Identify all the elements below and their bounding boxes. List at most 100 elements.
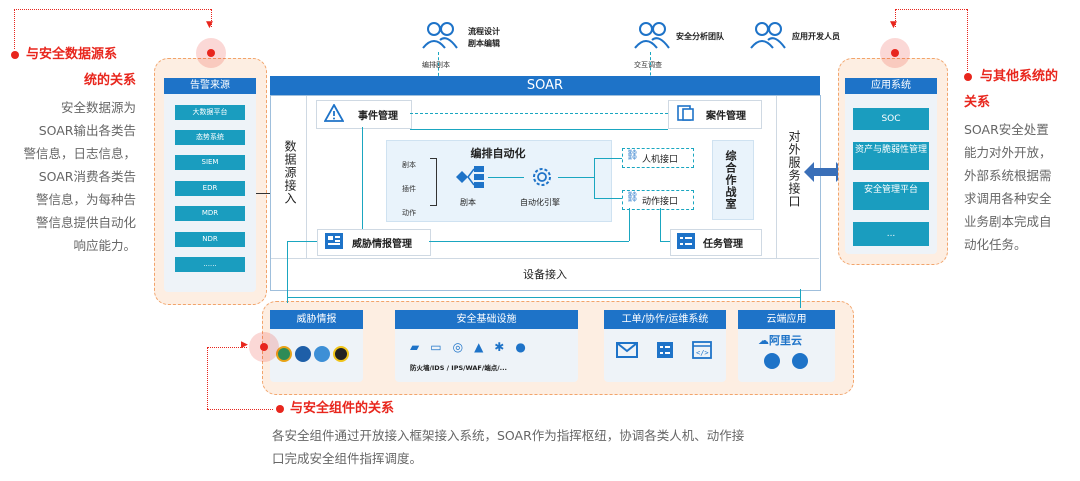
left-desc-line: 警信息提供自动化 xyxy=(35,215,136,230)
app-system-item[interactable]: SOC xyxy=(853,108,929,130)
threat-intel-header: 威胁情报 xyxy=(270,310,363,329)
engine-split-line xyxy=(594,158,595,198)
monitor-icon: ▭ xyxy=(430,340,442,354)
event-mgmt-label: 事件管理 xyxy=(358,111,398,122)
bottom-note-desc: 各安全组件通过开放接入框架接入系统，SOAR作为指挥枢纽，协调各类人机、动作接 … xyxy=(272,424,872,470)
right-desc-line: 能力对外开放， xyxy=(964,145,1052,160)
threat-intel-mgmt-label: 威胁情报管理 xyxy=(352,239,412,250)
task-list-icon xyxy=(677,233,695,249)
people-icon xyxy=(422,22,458,49)
to-action-line xyxy=(594,198,622,199)
playbook-items: 剧本 插件 动作 xyxy=(402,153,416,225)
components-right-line xyxy=(800,289,801,308)
external-divider xyxy=(776,96,777,258)
left-connector-top xyxy=(14,9,211,10)
persona-designer-line: 剧本编辑 xyxy=(468,39,500,48)
orchestration-title: 编排自动化 xyxy=(470,147,526,160)
bottom-connector-v xyxy=(207,347,208,409)
right-connector-top xyxy=(895,9,967,10)
alert-source-item[interactable]: ...... xyxy=(175,257,245,272)
security-infra-header: 安全基础设施 xyxy=(395,310,578,329)
intel-up-hline xyxy=(287,241,317,242)
alert-source-item[interactable]: NDR xyxy=(175,232,245,247)
fingerprint-icon: ◎ xyxy=(452,340,464,354)
alert-source-dot xyxy=(207,49,215,57)
event-case-link xyxy=(410,113,668,114)
soar-header xyxy=(270,76,820,95)
action-interface-box[interactable] xyxy=(622,190,694,210)
playbook-bracket xyxy=(430,158,437,206)
right-desc-line: 求调用各种安全 xyxy=(964,191,1052,206)
left-desc-line: SOAR输出各类告 xyxy=(38,123,136,138)
action-to-intel-line xyxy=(429,241,629,242)
data-access-divider xyxy=(306,96,307,258)
flow-icon xyxy=(456,166,484,188)
right-note-title-1: 与其他系统的 xyxy=(980,69,1059,84)
case-file-icon xyxy=(677,105,694,121)
right-desc-line: SOAR安全处置 xyxy=(964,122,1049,137)
svg-text:</>: </> xyxy=(696,349,709,357)
human-interface-box[interactable] xyxy=(622,148,694,168)
ticket-system-header: 工单/协作/运维系统 xyxy=(604,310,726,329)
alert-source-item[interactable]: SIEM xyxy=(175,155,245,170)
intel-up-line xyxy=(287,241,288,303)
event-mgmt-box[interactable] xyxy=(316,100,412,129)
persona-developer-label: 应用开发人员 xyxy=(792,32,840,41)
alert-source-item[interactable]: 态势系统 xyxy=(175,130,245,145)
app-system-item[interactable]: ... xyxy=(853,222,929,246)
left-desc-line: 警信息，为每种告 xyxy=(35,192,136,207)
cloud-brand: 阿里云 xyxy=(769,334,802,347)
war-room-label: 综合作战室 xyxy=(724,150,737,210)
gear-icon xyxy=(533,168,551,186)
action-down-line xyxy=(629,208,630,241)
checklist-icon xyxy=(657,342,673,358)
case-mgmt-label: 案件管理 xyxy=(706,111,746,122)
war-room-box[interactable] xyxy=(712,140,754,220)
left-connector-arrow xyxy=(211,9,212,27)
engine-out-line xyxy=(558,177,594,178)
device-access: 设备接入 xyxy=(523,268,567,281)
alert-source-item[interactable]: EDR xyxy=(175,181,245,196)
device-access-divider xyxy=(271,258,819,259)
human-interface-label: 人机接口 xyxy=(642,155,679,165)
left-note-title-2: 统的关系 xyxy=(83,73,136,88)
right-connector-vertical xyxy=(967,9,968,71)
left-connector-arrowhead: ▼ xyxy=(206,20,213,30)
cloud-service-icons xyxy=(764,353,808,369)
left-desc-line: 警信息，日志信息， xyxy=(23,146,136,161)
app-system-item[interactable]: 资产与脆弱性管理 xyxy=(853,142,929,170)
people-icon xyxy=(634,22,670,49)
firewall-icon: ▰ xyxy=(410,340,420,354)
right-desc-line: 业务剧本完成自 xyxy=(964,214,1052,229)
soar-title: SOAR xyxy=(526,78,564,93)
soar-to-components-line xyxy=(287,297,800,298)
orchestration-block xyxy=(386,140,612,222)
playbook-item: 动作 xyxy=(402,209,416,217)
bottom-note-dot xyxy=(276,405,284,413)
intel-source-icon xyxy=(333,346,349,362)
persona-designer-sub: 编排剧本 xyxy=(422,61,450,69)
right-note-desc: SOAR安全处置 能力对外开放， 外部系统根据需 求调用各种安全 业务剧本完成自… xyxy=(964,118,1076,256)
intel-source-icon xyxy=(276,346,292,362)
cloud-icon: ☁ xyxy=(758,334,769,347)
bottom-note-title: 与安全组件的关系 xyxy=(290,401,395,416)
chat-icon xyxy=(764,353,780,369)
left-desc-line: SOAR消费各类告 xyxy=(38,169,136,184)
action-to-task-hline xyxy=(660,241,670,242)
alert-source-item[interactable]: MDR xyxy=(175,206,245,221)
left-desc-line: 安全数据源为 xyxy=(60,100,136,115)
to-human-line xyxy=(594,158,622,159)
alert-source-item[interactable]: 大数据平台 xyxy=(175,105,245,120)
mail-icon xyxy=(616,342,638,358)
bidirectional-arrow-icon xyxy=(804,162,846,182)
persona-designer-label: 流程设计 剧本编辑 xyxy=(468,26,500,50)
right-desc-line: 动化任务。 xyxy=(964,237,1027,252)
left-note-dot xyxy=(11,51,19,59)
app-system-dot xyxy=(891,49,899,57)
action-interface-label: 动作接口 xyxy=(642,197,679,207)
bottom-connector-arrowhead: ▶ xyxy=(241,340,248,350)
app-system-item[interactable]: 安全管理平台 xyxy=(853,182,929,210)
event-case-link-solid xyxy=(410,129,668,130)
right-desc-line: 外部系统根据需 xyxy=(964,168,1052,183)
task-mgmt-label: 任务管理 xyxy=(703,239,743,250)
